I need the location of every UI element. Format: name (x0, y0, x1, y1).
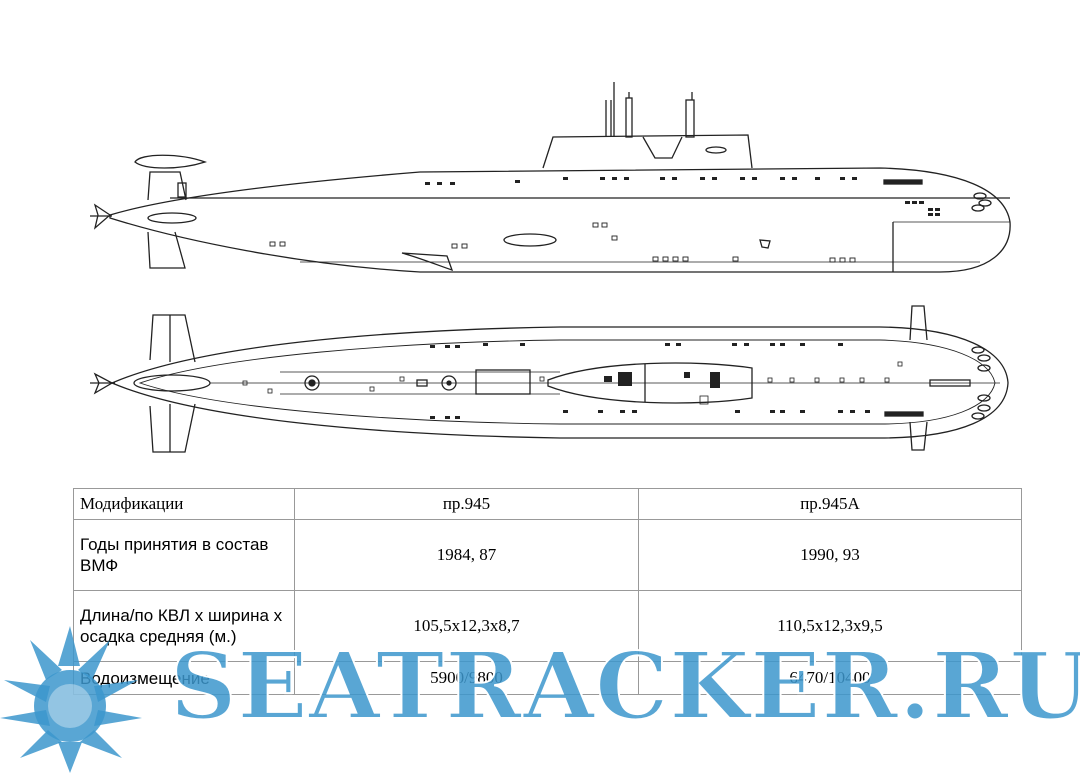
specifications-table: Модификации пр.945 пр.945А Годы принятия… (73, 488, 1022, 695)
side-lower-rudder (147, 231, 186, 269)
row-value: 110,5x12,3x9,5 (638, 590, 1022, 662)
header-cell-modifications: Модификации (73, 488, 295, 520)
row-value: 5900/9800 (294, 661, 639, 695)
header-cell-pr945a: пр.945А (638, 488, 1022, 520)
table-row: Водоизмещение 5900/9800 6470/10400 (73, 661, 1022, 695)
row-value: 6470/10400 (638, 661, 1022, 695)
side-upper-rudder (147, 171, 187, 201)
top-bow-plane-left (909, 305, 928, 341)
row-value: 1984, 87 (294, 519, 639, 591)
watermark-text: SEATRACKER.RU (169, 632, 1080, 740)
header-cell-pr945: пр.945 (294, 488, 639, 520)
table-row: Годы принятия в состав ВМФ 1984, 87 1990… (73, 519, 1022, 591)
row-value: 1990, 93 (638, 519, 1022, 591)
top-hull (110, 326, 1009, 439)
side-sail (542, 134, 753, 169)
table-row: Длина/по КВЛ х ширина х осадка средняя (… (73, 590, 1022, 662)
side-hull (109, 167, 1011, 273)
top-upper-plane (149, 314, 196, 363)
row-value: 105,5x12,3x8,7 (294, 590, 639, 662)
top-lower-plane (149, 403, 196, 453)
submarine-blueprint-icon (90, 82, 1011, 453)
top-bow-plane-right (909, 421, 928, 451)
row-label: Годы принятия в состав ВМФ (73, 519, 295, 591)
row-label: Длина/по КВЛ х ширина х осадка средняя (… (73, 590, 295, 662)
top-sail (547, 362, 753, 404)
table-header-row: Модификации пр.945 пр.945А (73, 488, 1022, 520)
